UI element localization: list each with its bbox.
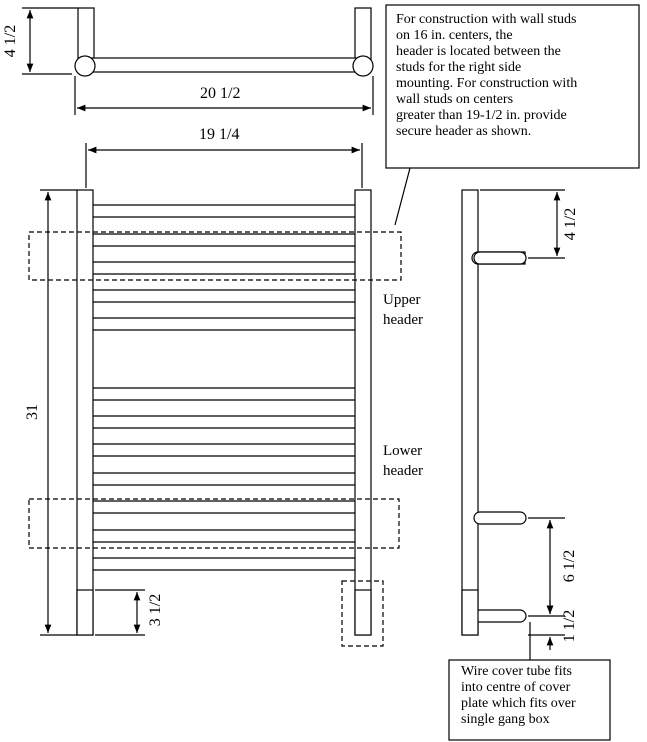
dim-top-width: 20 1/2 <box>200 85 241 102</box>
right-post <box>354 189 372 636</box>
dim-bottom-leg: 3 1/2 <box>147 593 164 627</box>
left-post <box>76 189 94 636</box>
construction-note-line: studs for the right side <box>396 60 522 75</box>
upper-header-label-line: Upper <box>383 292 421 308</box>
wire-cover-note: Wire cover tube fits into centre of cove… <box>461 664 607 728</box>
cover-plate-box <box>341 580 384 647</box>
lower-header-label-line: header <box>383 463 423 479</box>
towel-bars <box>87 204 361 571</box>
upper-header-box <box>28 231 402 281</box>
dim-top-height: 4 1/2 <box>2 24 19 58</box>
construction-note-line: header is located between the <box>396 44 561 59</box>
side-view <box>448 189 611 741</box>
lower-header-box <box>28 498 400 549</box>
upper-header-label-line: header <box>383 312 423 328</box>
dim-overall-height: 31 <box>24 404 41 420</box>
wire-cover-note-line: single gang box <box>461 712 550 727</box>
construction-note: For construction with wall studs on 16 i… <box>396 12 636 140</box>
construction-note-line: wall studs on centers <box>396 92 514 107</box>
dim-inner-width: 19 1/4 <box>199 126 240 143</box>
construction-note-line: For construction with wall studs <box>396 12 577 27</box>
dim-side-bottom: 1 1/2 <box>561 609 578 643</box>
wire-cover-note-line: Wire cover tube fits <box>461 664 573 679</box>
wire-cover-note-line: into centre of cover <box>461 680 571 695</box>
construction-note-line: greater than 19-1/2 in. provide <box>396 108 567 123</box>
dim-side-top: 4 1/2 <box>562 207 579 241</box>
construction-note-line: on 16 in. centers, the <box>396 28 513 43</box>
upper-header-label: Upper header <box>383 290 423 330</box>
construction-note-line: secure header as shown. <box>396 124 532 139</box>
front-view <box>28 143 411 647</box>
dim-side-middle: 6 1/2 <box>561 549 578 583</box>
construction-note-line: mounting. For construction with <box>396 76 578 91</box>
lower-header-label-line: Lower <box>383 443 423 459</box>
construction-note-box <box>385 4 640 169</box>
wire-cover-note-line: plate which fits over <box>461 696 576 711</box>
top-plan-view <box>22 7 374 115</box>
lower-header-label: Lower header <box>383 441 423 481</box>
